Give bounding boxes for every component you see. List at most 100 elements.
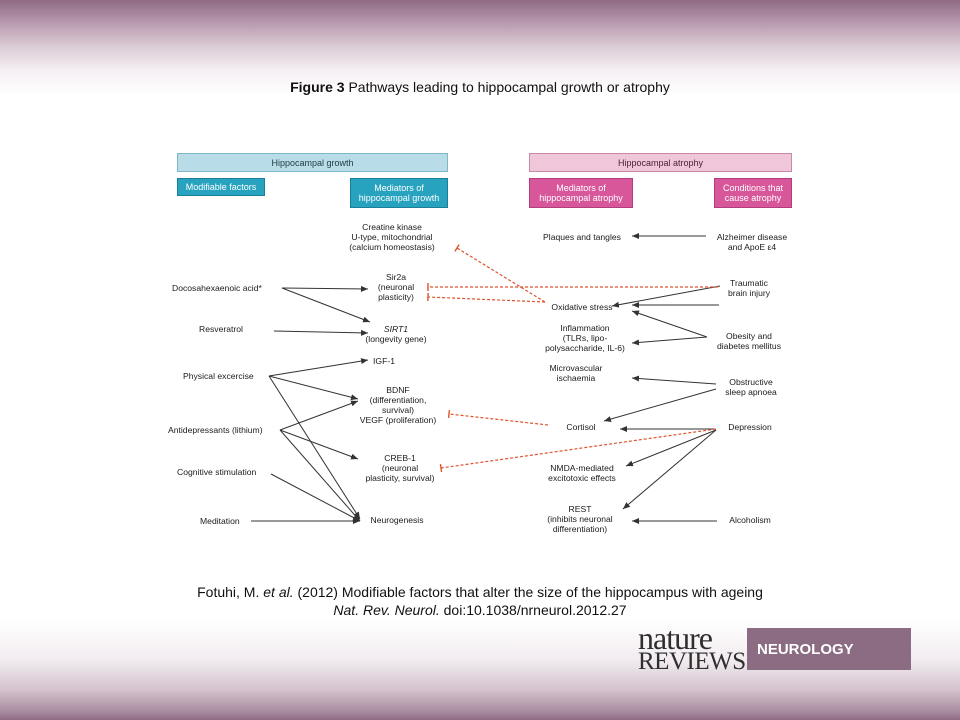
condition-obesity-diabetes: Obesity and diabetes mellitus — [717, 331, 781, 351]
label-line: Cortisol — [566, 422, 596, 432]
label-line: Inflammation — [560, 323, 610, 333]
mediator-creb1: CREB-1 (neuronal plasticity, survival) — [365, 453, 434, 483]
label-line: ischaemia — [556, 373, 596, 383]
label-line: (neuronal — [377, 282, 415, 292]
pathway-arrow — [281, 285, 369, 292]
label-line: and ApoE ε4 — [727, 242, 777, 252]
label-line: SIRT1 — [383, 324, 409, 334]
factor-resveratrol: Resveratrol — [199, 324, 243, 334]
label-line: differentiation) — [552, 524, 608, 534]
condition-depression: Depression — [728, 422, 771, 432]
inhibition-bar — [454, 244, 460, 252]
label-line: Oxidative stress — [551, 302, 613, 312]
condition-traumatic-brain-injury: Traumatic brain injury — [728, 278, 770, 298]
mediator-bdnf-vegf: BDNF (differentiation, survival) VEGF (p… — [360, 385, 436, 425]
label-line: (longevity gene) — [365, 334, 427, 344]
mediator-microvascular-ischaemia: Microvascular ischaemia — [549, 363, 602, 383]
label-line: (inhibits neuronal — [547, 514, 613, 524]
label-line: (neuronal — [381, 463, 419, 473]
label-line: diabetes mellitus — [716, 341, 782, 351]
nature-reviews-neurology-logo: nature REVIEWS NEUROLOGY — [636, 620, 912, 675]
label-line: survival) — [381, 405, 414, 415]
figure-title: Figure 3 Pathways leading to hippocampal… — [0, 79, 960, 95]
label-line: VEGF (proliferation) — [359, 415, 437, 425]
figure-label: Figure 3 — [290, 79, 345, 95]
mediator-plaques-tangles: Plaques and tangles — [543, 232, 621, 242]
mediator-igf1: IGF-1 — [373, 356, 395, 366]
mediator-neurogenesis: Neurogenesis — [370, 515, 423, 525]
citation-doi: doi:10.1038/nrneurol.2012.27 — [439, 602, 627, 618]
mediator-creatine-kinase: Creatine kinase U-type, mitochondrial (c… — [349, 222, 434, 252]
label-line: Neurogenesis — [370, 515, 424, 525]
factor-antidepressants: Antidepressants (lithium) — [168, 425, 263, 435]
condition-alcoholism: Alcoholism — [729, 515, 771, 525]
label-line: Traumatic — [730, 278, 768, 288]
inhibition-bar — [447, 409, 451, 419]
pathway-arrow — [268, 375, 359, 401]
pathway-arrow — [281, 287, 371, 323]
inhibition-line — [456, 247, 546, 303]
label-line: Obstructive — [729, 377, 773, 387]
mediator-nmda: NMDA-mediated excitotoxic effects — [548, 463, 616, 483]
inhibition-line — [427, 296, 546, 303]
pathway-arrow — [631, 336, 708, 346]
pathway-arrow — [268, 358, 369, 377]
label-line: NMDA-mediated — [550, 463, 614, 473]
pathway-arrow — [631, 375, 717, 385]
label-line: REST — [568, 504, 592, 514]
citation-etal: et al. — [263, 584, 294, 600]
hippocampal-growth-header: Hippocampal growth — [177, 153, 448, 172]
pathway-arrow — [270, 473, 361, 522]
condition-alzheimer: Alzheimer disease and ApoE ε4 — [717, 232, 787, 252]
label-line: (TLRs, lipo- — [562, 333, 608, 343]
pathway-arrow — [631, 310, 708, 338]
label-line: excitotoxic effects — [548, 473, 616, 483]
mediators-atrophy-box: Mediators of hippocampal atrophy — [529, 178, 633, 208]
citation-author: Fotuhi, M. — [197, 584, 264, 600]
citation-line-1: Fotuhi, M. et al. (2012) Modifiable fact… — [0, 583, 960, 601]
inhibition-lines — [427, 244, 718, 473]
label-line: plasticity) — [378, 292, 414, 302]
mediators-growth-box: Mediators of hippocampal growth — [350, 178, 448, 208]
citation-line-2: Nat. Rev. Neurol. doi:10.1038/nrneurol.2… — [0, 601, 960, 619]
label-line: Creatine kinase — [362, 222, 422, 232]
pathway-arrows — [251, 233, 721, 524]
factor-docosahexaenoic-acid: Docosahexaenoic acid* — [172, 283, 262, 293]
label-line: Alzheimer disease — [716, 232, 788, 242]
logo-reviews-text: REVIEWS — [638, 648, 746, 675]
label-line: sleep apnoea — [725, 387, 777, 397]
citation: Fotuhi, M. et al. (2012) Modifiable fact… — [0, 583, 960, 619]
figure-caption: Pathways leading to hippocampal growth o… — [348, 79, 670, 95]
factor-physical-exercise: Physical excercise — [183, 371, 254, 381]
label-line: CREB-1 — [384, 453, 416, 463]
label-line: IGF-1 — [373, 356, 395, 366]
pathway-arrow — [279, 429, 359, 460]
label-line: (calcium homeostasis) — [349, 242, 435, 252]
hippocampal-atrophy-header: Hippocampal atrophy — [529, 153, 792, 172]
mediator-inflammation: Inflammation (TLRs, lipo- polysaccharide… — [545, 323, 625, 353]
mediator-rest: REST (inhibits neuronal differentiation) — [547, 504, 612, 534]
logo-neurology-box: NEUROLOGY — [747, 628, 911, 670]
inhibition-line — [440, 428, 717, 469]
inhibition-line — [448, 413, 549, 426]
label-line: Microvascular — [549, 363, 603, 373]
pathway-arrow — [611, 285, 721, 308]
mediator-oxidative-stress: Oxidative stress — [551, 302, 612, 312]
citation-journal: Nat. Rev. Neurol. — [333, 602, 440, 618]
pathway-arrow — [603, 388, 717, 422]
logo-nature-text: nature — [638, 620, 713, 656]
modifiable-factors-box: Modifiable factors — [177, 178, 265, 196]
citation-title: (2012) Modifiable factors that alter the… — [293, 584, 763, 600]
pathway-arrow — [268, 375, 361, 520]
label-line: (differentiation, — [369, 395, 427, 405]
label-line: Obesity and — [726, 331, 772, 341]
label-line: polysaccharide, IL-6) — [545, 343, 625, 353]
label-line: U-type, mitochondrial — [351, 232, 433, 242]
label-line: brain injury — [727, 288, 771, 298]
label-line: BDNF — [386, 385, 410, 395]
factor-cognitive-stimulation: Cognitive stimulation — [177, 467, 257, 477]
pathway-arrow — [273, 329, 369, 336]
label-line: plasticity, survival) — [365, 473, 435, 483]
conditions-box: Conditions that cause atrophy — [714, 178, 792, 208]
